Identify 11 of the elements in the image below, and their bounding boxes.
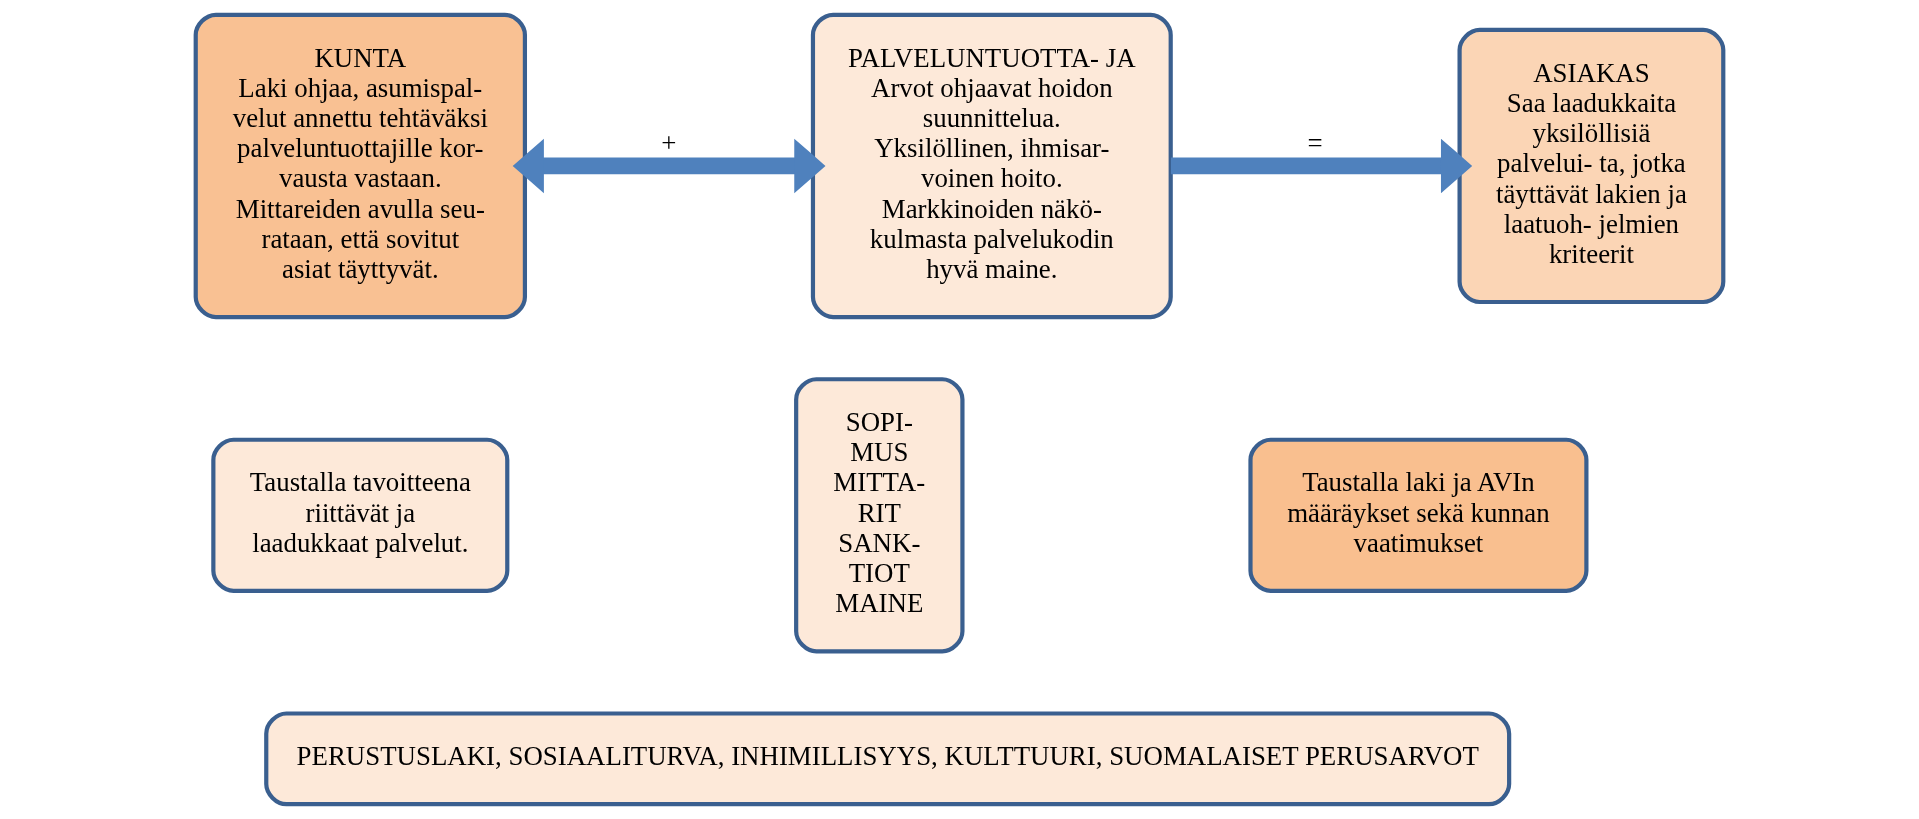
node-box: SOPI- MUS MITTA- RIT SANK- TIOT MAINE bbox=[794, 377, 965, 654]
node-box: ASIAKAS Saa laadukkaita yksilöllisiä palvelui- ta, jotka täyttävät lakien ja laatuoh- jelmien kriteerit bbox=[1457, 27, 1726, 305]
node-box: KUNTA Laki ohjaa, asumispal- velut annettu tehtäväksi palveluntuottajille kor- vausta vastaan. Mittareiden avulla seu- rataan, että sovitut asiat täyttyvät. bbox=[193, 12, 527, 320]
edge-label: = bbox=[1307, 128, 1323, 159]
node-box: PERUSTUSLAKI, SOSIAALITURVA, INHIMILLISYYS, KULTTUURI, SUOMALAISET PERUSARVOT bbox=[264, 711, 1512, 807]
node-box: Taustalla laki ja AVIn määräykset sekä kunnan vaatimukset bbox=[1248, 437, 1589, 593]
arrow bbox=[1170, 138, 1473, 194]
arrow bbox=[512, 138, 826, 194]
node-box: Taustalla tavoitteena riittävät ja laadukkaat palvelut. bbox=[211, 437, 510, 593]
node-box: PALVELUNTUOTTA- JA Arvot ohjaavat hoidon suunnittelua. Yksilöllinen, ihmisar- voinen hoito. Markkinoiden näkö- kulmasta palvelukodin hyvä maine. bbox=[810, 12, 1173, 320]
edge-label: + bbox=[661, 128, 677, 159]
